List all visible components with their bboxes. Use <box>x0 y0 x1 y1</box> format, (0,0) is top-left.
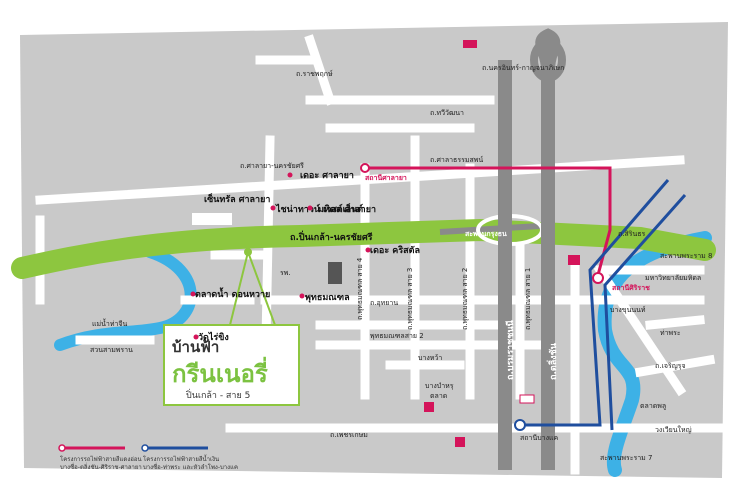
siriraj-station-dot <box>592 272 604 284</box>
label-sam-phran: สวนสามพราน <box>90 346 133 354</box>
poi-dot-6 <box>190 291 196 297</box>
label-road-charoenrut: ถ.เจริญรุจ <box>655 362 686 370</box>
label-talat-phlu: ตลาดพลู <box>640 402 666 410</box>
label-road-phetkasem: ถ.เพชรเกษม <box>330 431 368 439</box>
buddha-statue-icon <box>328 262 342 284</box>
label-rama8-bridge: สะพานพระราม 8 <box>660 252 712 260</box>
label-phutthamonthon: พุทธมณฑล <box>305 293 350 303</box>
label-phutthamonthon-2-group: ถ.พุทธมณฑล สาย 2 <box>461 268 469 330</box>
label-road-sala-thammasop: ถ.ศาลาธรรมสพน์ <box>430 156 483 164</box>
label-top-expressway: ถ.นครอินทร์-กาญจนาภิเษก <box>482 64 564 72</box>
label-market: ตลาด <box>430 392 447 400</box>
label-vertical-2-group: ถ.ตลิ่งชัน <box>546 342 559 380</box>
legend: โครงการรถไฟฟ้าสายสีแดงอ่อน บางซื่อ-ตลิ่ง… <box>58 444 238 471</box>
label-phutthamonthon-1: ถ.พุทธมณฑล สาย 1 <box>524 268 532 330</box>
top-interchange <box>530 38 566 82</box>
pointer-line-left <box>229 251 249 326</box>
label-tha-chin: แม่น้ำท่าจีน <box>92 317 127 328</box>
shop-icon-top <box>463 40 477 48</box>
central-logo-box <box>192 213 232 225</box>
label-china-town: ไชน่าทาวน์ เวสต์เอ็นต์ <box>275 202 363 215</box>
shop-icon-bangkhae <box>519 394 535 404</box>
legend-red-dot <box>58 444 66 452</box>
legend-blue-desc: บางซื่อ-ท่าพระ และหัวลำโพง-บางแค <box>143 463 238 471</box>
label-the-salaya: เดอะ ศาลายา <box>300 171 354 181</box>
shop-icon-right <box>568 255 580 265</box>
place-central-salaya: เซ็นทรัล ศาลายา <box>192 192 270 225</box>
label-vertical-expressway-1: ถ.บรมราชชนนี <box>505 319 516 380</box>
tha-chin-river <box>54 246 197 351</box>
label-tunnel: สะพานกรุงธน <box>465 230 507 238</box>
poi-dot-7 <box>193 334 199 340</box>
label-phutthamonthon-4-group: ถ.พุทธมณฑล สาย 4 <box>356 257 364 320</box>
project-card <box>163 324 300 406</box>
brand-sub: ปิ่นเกล้า - สาย 5 <box>186 388 251 401</box>
blue-rail-line <box>520 179 670 427</box>
label-bang-bamru: บางบำหรุ <box>425 382 454 390</box>
label-road-thawi-watthana: ถ.ทวีวัฒนา <box>430 109 464 117</box>
label-bang-khae-station: สถานีบางแค <box>520 434 559 442</box>
pointer-line-right <box>247 251 276 326</box>
legend-blue-title: โครงการรถไฟฟ้าสายสีน้ำเงิน <box>143 453 219 463</box>
label-hospital: รพ. <box>280 269 291 277</box>
label-main-road: ถ.ปิ่นเกล้า-นครชัยศรี <box>290 230 373 243</box>
label-bang-khun-non: บางขุนนนท์ <box>610 306 646 314</box>
label-the-crystal: เดอะ คริสตัล <box>370 245 420 256</box>
label-wat-rai-khing: วัดไร่ขิง <box>198 331 229 343</box>
label-rama7-bridge: สะพานพระราม 7 <box>600 454 652 462</box>
label-vertical-1-group: ถ.บรมราชชนนี <box>505 319 516 380</box>
label-bang-wa: บางหว้า <box>418 354 442 362</box>
poi-dot-5 <box>299 293 305 299</box>
label-road-salaya: ถ.ศาลายา-นครชัยศรี <box>240 162 304 170</box>
salaya-station-dot <box>360 163 370 173</box>
label-vertical-expressway-2: ถ.ตลิ่งชัน <box>546 342 559 380</box>
label-phutthamonthon-2: ถ.พุทธมณฑล สาย 2 <box>461 268 469 330</box>
label-road-sirindhorn: ถ.สิรินธร <box>618 230 646 238</box>
project-location-dot <box>244 248 252 256</box>
label-central-salaya: เซ็นทรัล ศาลายา <box>204 192 270 205</box>
label-cross-road: พุทธมณฑลสาย 2 <box>370 332 424 340</box>
label-floating-market: ตลาดน้ำ ดอนหวาย <box>195 287 270 300</box>
label-wongwian-yai: วงเวียนใหญ่ <box>655 425 692 434</box>
label-phutthamonthon-4: ถ.พุทธมณฑล สาย 4 <box>356 257 364 320</box>
label-mahidol: มหิดล ศาลายา <box>318 204 376 215</box>
label-siriraj-station: สถานีศิริราช <box>612 284 650 292</box>
label-tha-phra: ท่าพระ <box>660 329 681 337</box>
label-road-uthayan: ถ.อุทยาน <box>370 299 398 307</box>
blue-rail-line-2 <box>603 194 687 431</box>
legend-blue-dot <box>141 444 149 452</box>
bang-khae-station-dot <box>514 419 526 431</box>
label-salaya-station: สถานีศาลายา <box>365 174 407 182</box>
poi-dot-2 <box>307 205 313 211</box>
taling-chan-expressway <box>535 28 561 470</box>
label-university: มหาวิทยาลัยมหิดล <box>645 274 701 282</box>
poi-dot-4 <box>365 247 371 253</box>
label-phutthamonthon-3: ถ.พุทธมณฑล สาย 3 <box>406 268 414 330</box>
legend-red-title: โครงการรถไฟฟ้าสายสีแดงอ่อน <box>60 455 142 463</box>
pinklao-nakhonchaisri-road <box>11 218 716 279</box>
brand-main: กรีนเนอรี่ <box>172 356 268 388</box>
kanchanaphisek-overpass <box>439 223 541 235</box>
poi-dot-3 <box>270 205 276 211</box>
poi-markers <box>190 40 580 447</box>
place-phutthamonthon: พุทธมณฑล <box>305 262 350 303</box>
label-ratchaphruek: ถ.ราชพฤกษ์ <box>296 70 333 78</box>
label-phutthamonthon-1-group: ถ.พุทธมณฑล สาย 1 <box>524 268 532 330</box>
legend-red-desc: บางซื่อ-ตลิ่งชัน-ศิริราช-ศาลายา <box>60 463 142 471</box>
label-phutthamonthon-3-group: ถ.พุทธมณฑล สาย 3 <box>406 268 414 330</box>
shop-icon-bottom <box>455 437 465 447</box>
shop-icon-bottom-2 <box>424 402 434 412</box>
brand-top: บ้านฟ้า <box>172 338 219 356</box>
poi-dot-1 <box>287 172 293 178</box>
